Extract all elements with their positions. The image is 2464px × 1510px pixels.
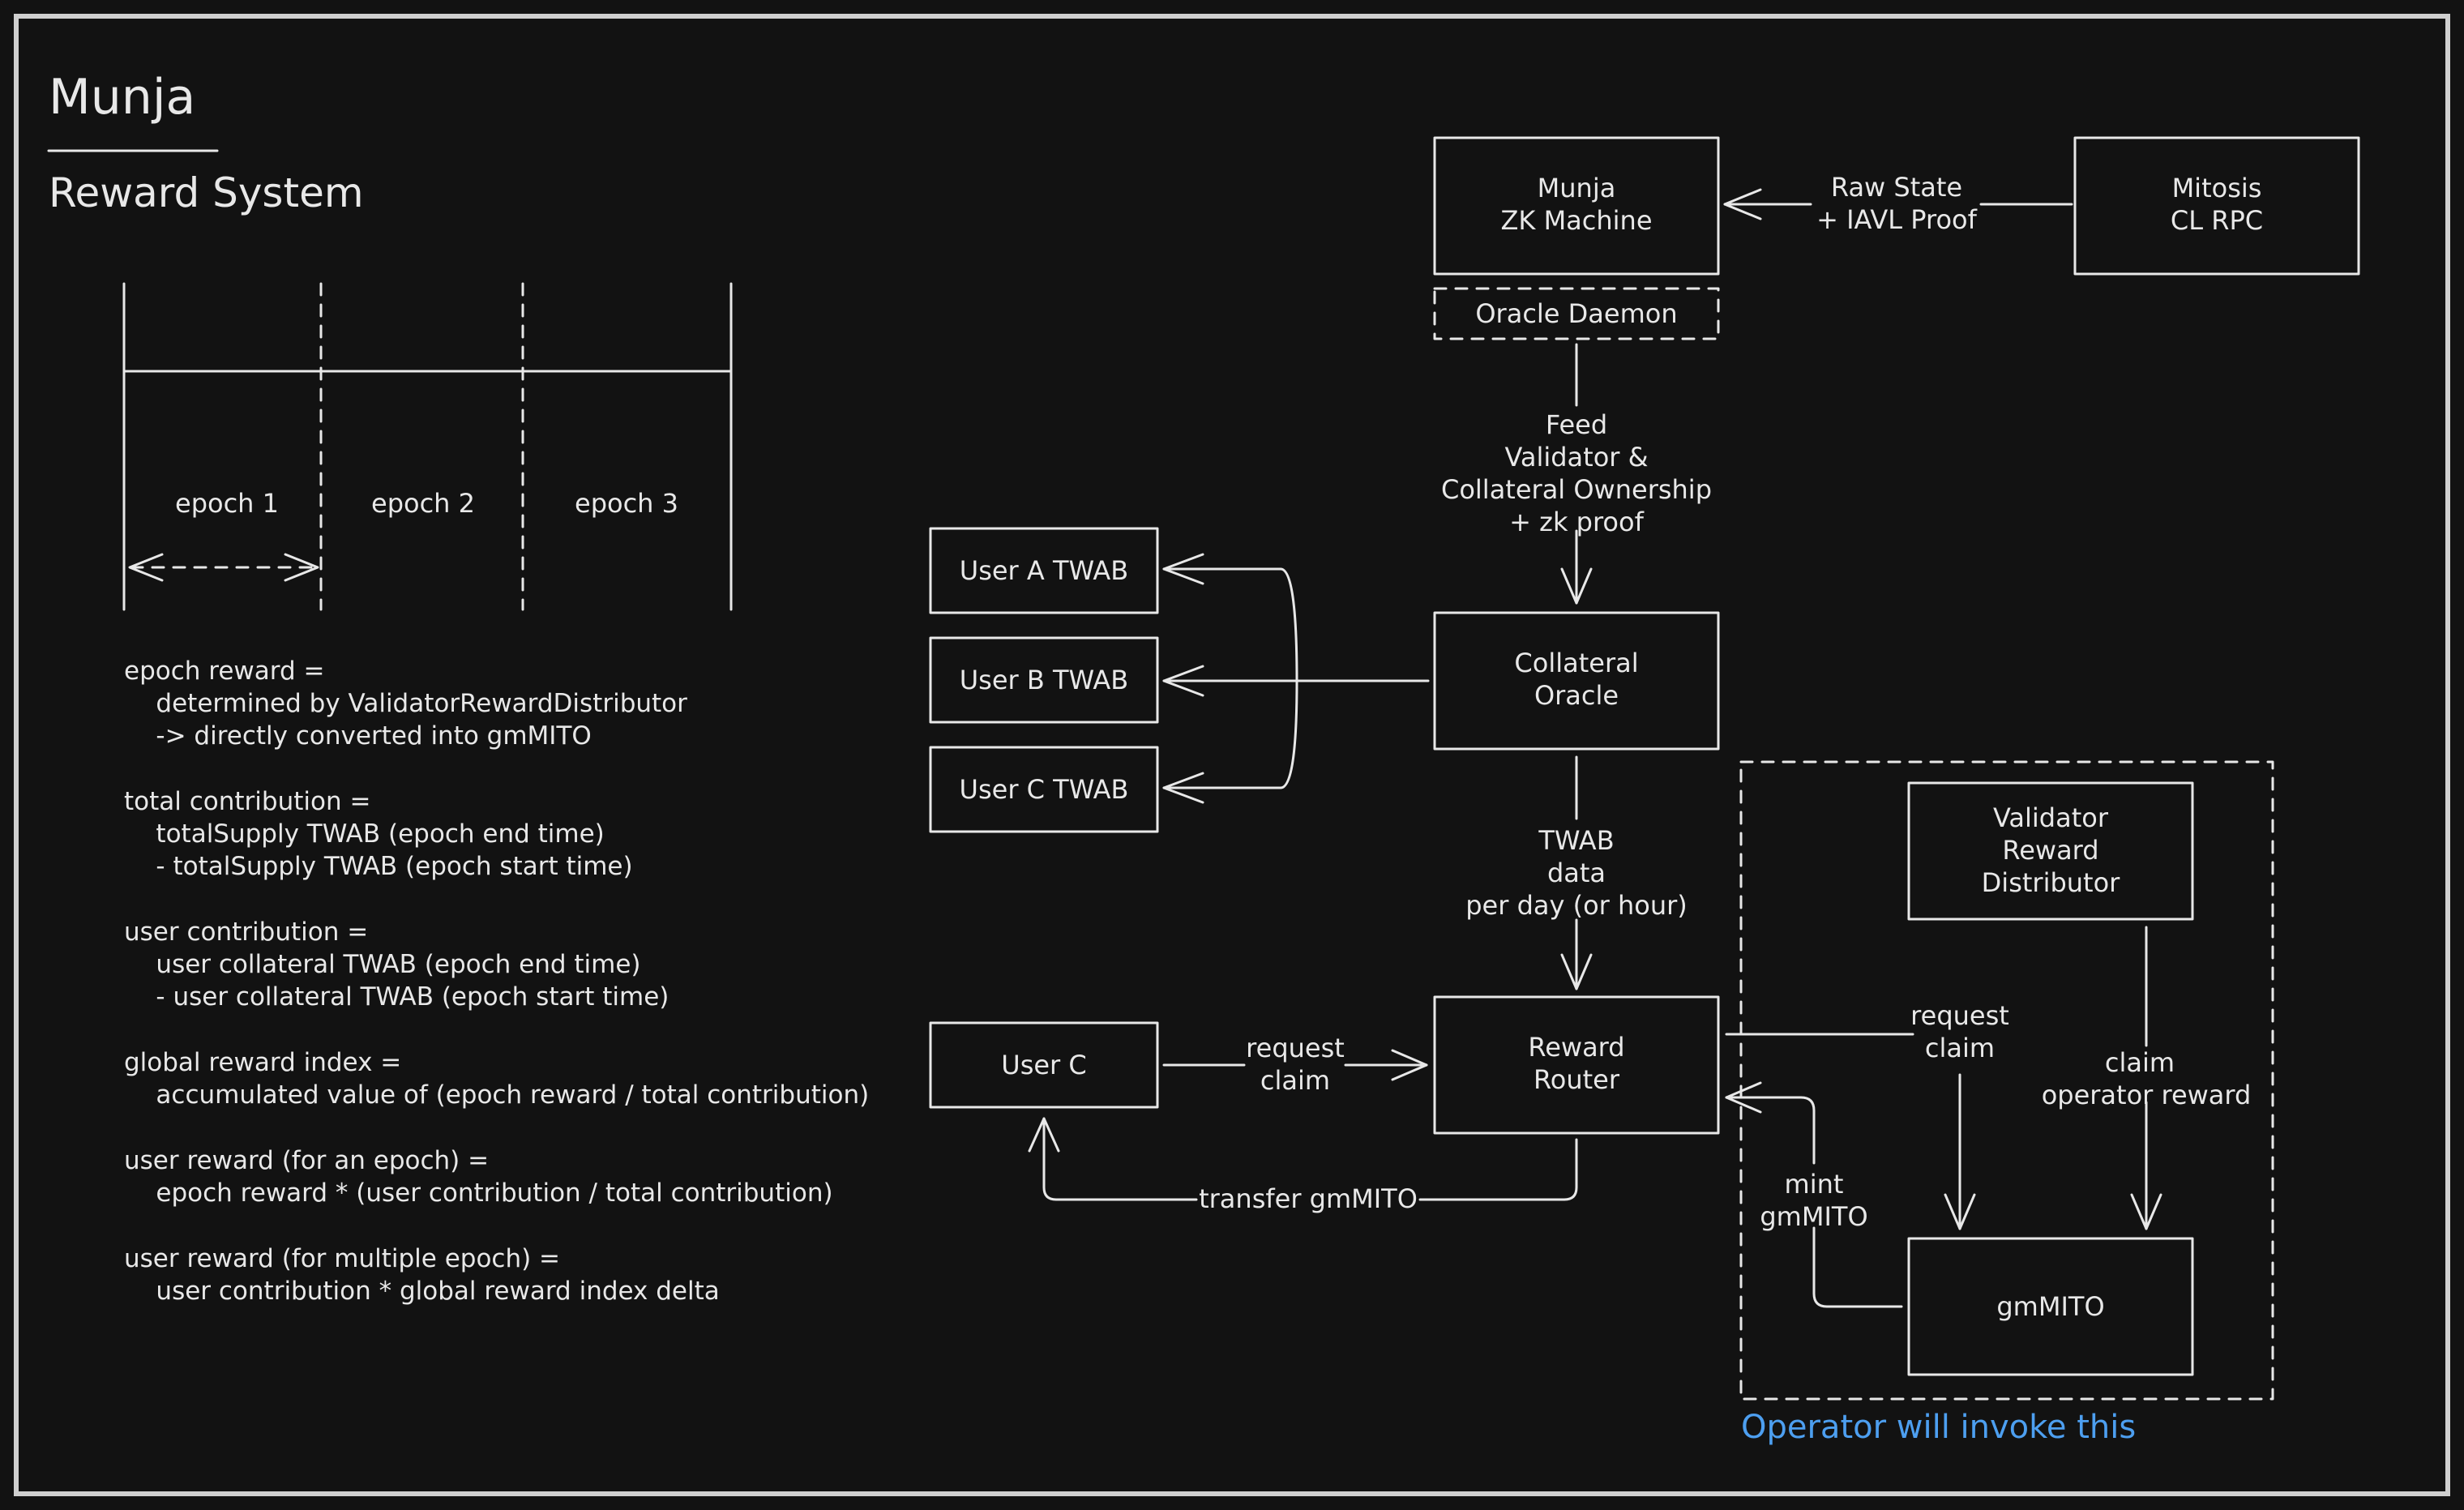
cl-rpc-line: CL RPC [2171,205,2263,236]
collateral-oracle-line: Collateral [1514,648,1638,678]
user-c-twab-box: User C TWAB [929,746,1159,833]
user-c-twab-label: User C TWAB [960,774,1129,805]
gmmito-label: gmMITO [1996,1291,2104,1322]
user-a-twab-box: User A TWAB [929,527,1159,614]
oracle-daemon-box: Oracle Daemon [1433,287,1720,340]
feed-label: Validator & [1504,442,1648,473]
arrow-gmmito-to-router [1725,1096,1816,1165]
title: Munja [49,69,195,126]
epoch-label: epoch 1 [175,488,279,519]
request-claim-router-label: request [1910,1000,2009,1031]
epoch-label: epoch 2 [371,488,475,519]
validator-reward-distributor-line: Reward [2002,835,2098,866]
claim-operator-reward-label: operator reward [2042,1080,2252,1110]
validator-reward-distributor-line: Distributor [1982,867,2121,898]
request-claim-router-label: claim [1925,1033,1995,1063]
request-claim-label: request [1246,1033,1345,1063]
formula-heading: user reward (for an epoch) = [124,1146,489,1175]
formula-line: accumulated value of (epoch reward / tot… [124,1080,869,1110]
formula-heading: user contribution = [124,918,368,947]
arrow-router-to-userc [1042,1117,1198,1201]
epoch-timeline: epoch 1 epoch 2 epoch 3 [122,282,733,611]
formula-heading: epoch reward = [124,657,324,686]
reward-router-line: Router [1534,1064,1620,1095]
validator-reward-distributor-line: Validator [1993,802,2109,833]
raw-state-label: + IAVL Proof [1816,204,1978,235]
collateral-oracle-box: Collateral Oracle [1433,611,1720,751]
formula-line: epoch reward * (user contribution / tota… [124,1178,833,1208]
twab-data-label: per day (or hour) [1465,890,1688,921]
claim-operator-reward-label: claim [2105,1047,2175,1078]
feed-label: Collateral Ownership [1441,474,1712,505]
raw-state-label: Raw State [1831,172,1962,203]
operator-region [1739,760,2274,1401]
reward-router-box: Reward Router [1433,995,1720,1135]
subtitle: Reward System [49,169,364,216]
user-a-twab-label: User A TWAB [960,555,1128,586]
validator-reward-distributor-box: Validator Reward Distributor [1907,781,2194,921]
user-c-label: User C [1001,1050,1086,1080]
collateral-oracle-line: Oracle [1534,680,1619,711]
zk-machine-line: Munja [1538,173,1616,203]
user-b-twab-label: User B TWAB [960,665,1129,695]
formula-notes: epoch reward = determined by ValidatorRe… [124,657,869,1306]
mint-gmmito-label: gmMITO [1760,1201,1867,1232]
formula-heading: user reward (for multiple epoch) = [124,1244,560,1273]
arrow-gmmito-to-router [1812,1226,1903,1308]
formula-heading: total contribution = [124,787,370,816]
oracle-daemon-label: Oracle Daemon [1475,298,1677,329]
formula-line: user collateral TWAB (epoch end time) [124,950,641,979]
feed-label: Feed [1546,409,1607,440]
outer-frame [14,14,2450,1496]
zk-machine-box: Munja ZK Machine [1433,136,1720,276]
user-b-twab-box: User B TWAB [929,636,1159,724]
formula-line: -> directly converted into gmMITO [124,721,592,751]
feed-label: + zk proof [1509,507,1644,537]
reward-router-line: Reward [1528,1032,1624,1063]
operator-note: Operator will invoke this [1741,1409,2136,1446]
arrow-oracle-to-user-a [1162,567,1298,682]
twab-data-label: data [1547,858,1606,888]
formula-line: user contribution * global reward index … [124,1277,720,1306]
formula-line: - totalSupply TWAB (epoch start time) [124,852,633,881]
arrow-oracle-to-user-c [1162,679,1298,789]
gmmito-box: gmMITO [1907,1237,2194,1376]
cl-rpc-box: Mitosis CL RPC [2073,136,2360,276]
formula-line: - user collateral TWAB (epoch start time… [124,982,669,1012]
transfer-gmmito-label: transfer gmMITO [1199,1183,1418,1214]
mint-gmmito-label: mint [1785,1169,1844,1200]
zk-machine-line: ZK Machine [1500,205,1652,236]
formula-heading: global reward index = [124,1048,401,1077]
request-claim-label: claim [1260,1065,1330,1096]
cl-rpc-line: Mitosis [2172,173,2262,203]
epoch-label: epoch 3 [575,488,678,519]
twab-data-label: TWAB [1538,825,1614,856]
arrow-router-to-userc [1418,1138,1578,1201]
formula-line: determined by ValidatorRewardDistributor [124,689,687,718]
user-c-box: User C [929,1021,1159,1109]
formula-line: totalSupply TWAB (epoch end time) [124,819,605,849]
